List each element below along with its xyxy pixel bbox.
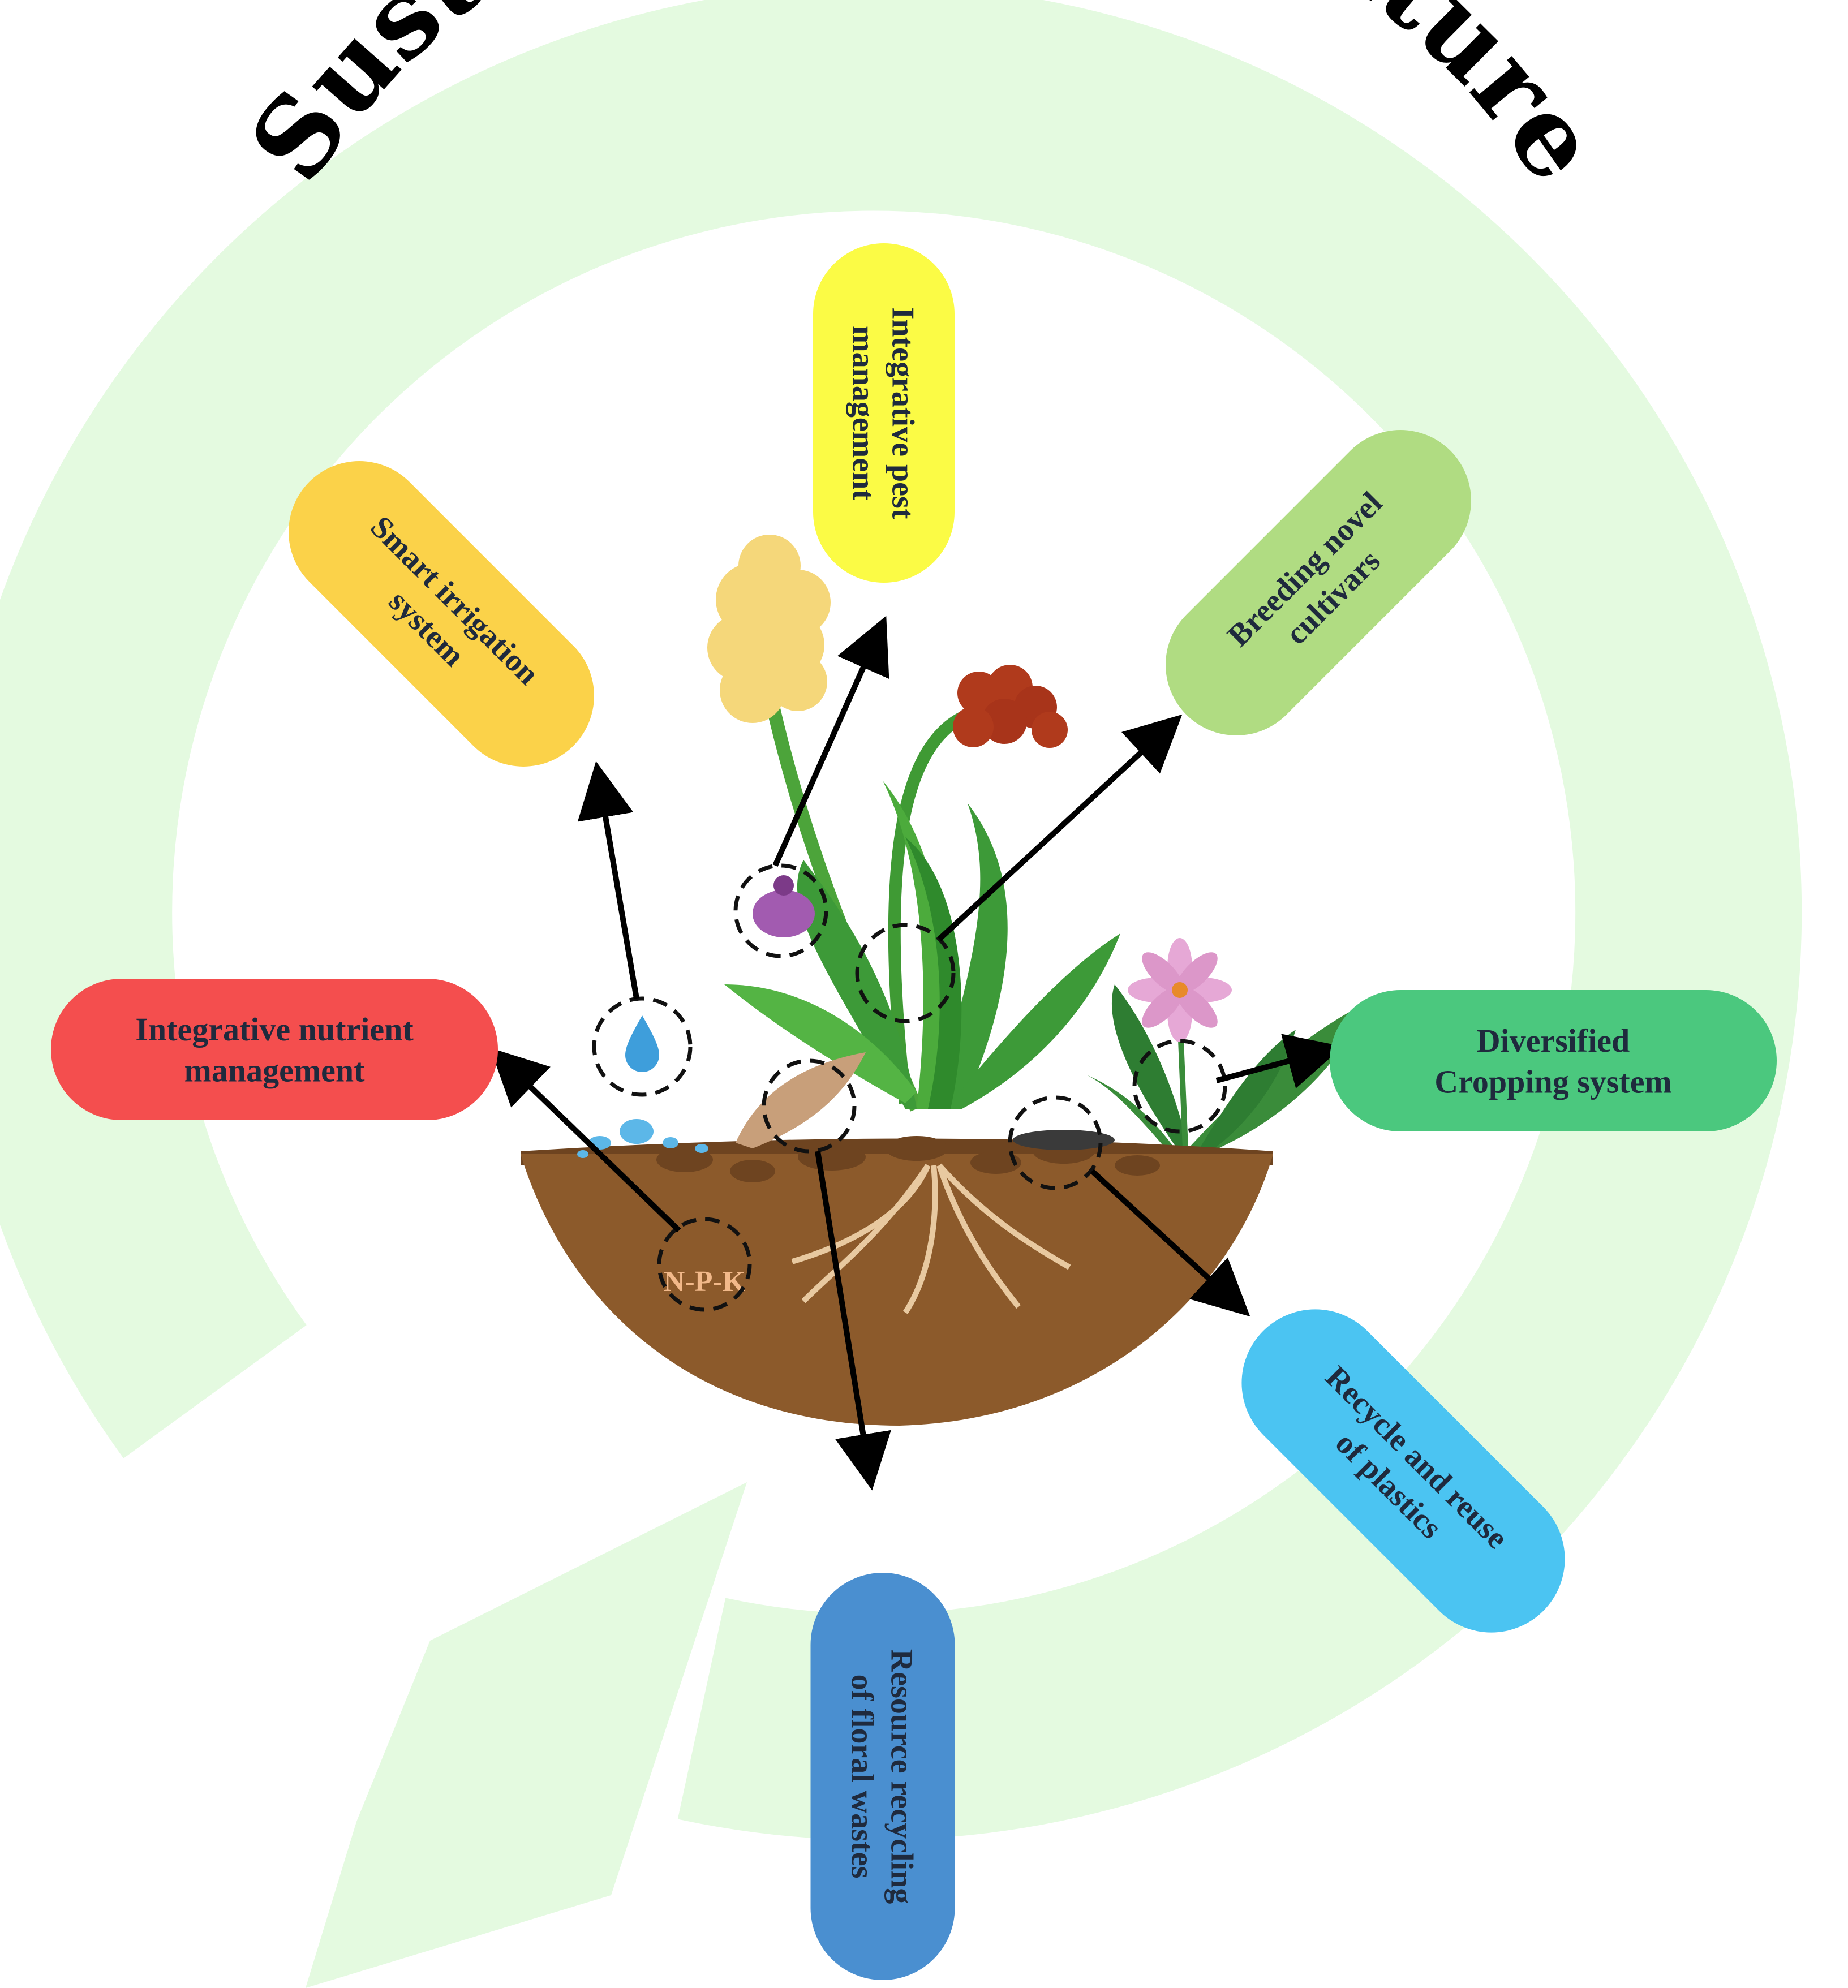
pill-label-line: Integrative pest — [885, 307, 920, 519]
arrow-to-floral-wastes — [815, 1151, 891, 1491]
pill-label-line: management — [845, 326, 880, 500]
soil-clods — [656, 1136, 1160, 1182]
plant-leaf — [934, 803, 1008, 1109]
plant-leaf — [883, 781, 948, 1109]
water-drop-icon — [625, 1015, 659, 1072]
arrow-to-integrative-pest — [772, 616, 889, 867]
plant-leaf — [905, 837, 962, 1109]
small-plant-leaf — [1086, 1075, 1177, 1151]
pest-mite — [753, 875, 815, 937]
pill-background — [51, 979, 498, 1120]
pill-label-line: Resource recycling — [884, 1649, 919, 1904]
red-berry-cluster — [953, 665, 1068, 748]
pill-background — [1241, 1309, 1565, 1633]
npk-highlight — [657, 1217, 752, 1312]
plant-leaf — [724, 984, 917, 1103]
leaf-highlight — [855, 923, 956, 1023]
small-plant-leaf — [1200, 1030, 1296, 1151]
pill-background — [289, 461, 594, 767]
pill-label-line: Diversified — [1477, 1022, 1630, 1059]
pill-background — [810, 1573, 955, 1980]
pest-highlight — [733, 863, 828, 958]
pill-label-line: Cropping system — [1434, 1064, 1671, 1100]
central-plant — [707, 535, 1369, 1154]
flower-plant-highlight — [1132, 1039, 1227, 1134]
pill-label-line: Integrative nutrient — [135, 1011, 414, 1048]
npk-label: N-P-K — [664, 1266, 746, 1298]
soil-body — [521, 1154, 1273, 1426]
plastic-highlight — [1008, 1095, 1103, 1190]
pill-background — [1166, 430, 1471, 735]
pill-integrative-nutrient: Integrative nutrient management — [51, 979, 498, 1120]
arrow-to-diversified-cropping — [1215, 1034, 1343, 1088]
plant-roots — [791, 1163, 1071, 1314]
pill-background — [1330, 990, 1777, 1131]
plastic-mulch-sheet — [1013, 1130, 1115, 1150]
arrow-to-smart-irrigation — [577, 761, 639, 999]
pill-label-line: of floral wastes — [844, 1675, 879, 1879]
plant-leaf — [797, 860, 917, 1109]
pill-background — [813, 243, 955, 583]
connector-arrows — [490, 616, 1343, 1491]
pink-flower — [1128, 938, 1232, 1042]
pill-label-line: management — [184, 1052, 366, 1089]
arrow-to-integrative-nutrient — [490, 1048, 681, 1233]
yellow-flower-cluster — [707, 535, 831, 723]
arrow-to-recycle-plastics — [1090, 1169, 1250, 1317]
water-drop-highlight — [592, 996, 693, 1097]
small-plant-leaf — [1111, 984, 1188, 1148]
arrow-to-breeding — [937, 714, 1183, 941]
plant-leaf — [951, 933, 1120, 1109]
cycle-arrowhead — [306, 1482, 747, 1988]
highlight-circles — [592, 863, 1227, 1312]
floral-waste-highlight — [762, 1058, 857, 1154]
soil-bowl: N-P-K — [521, 1052, 1273, 1426]
